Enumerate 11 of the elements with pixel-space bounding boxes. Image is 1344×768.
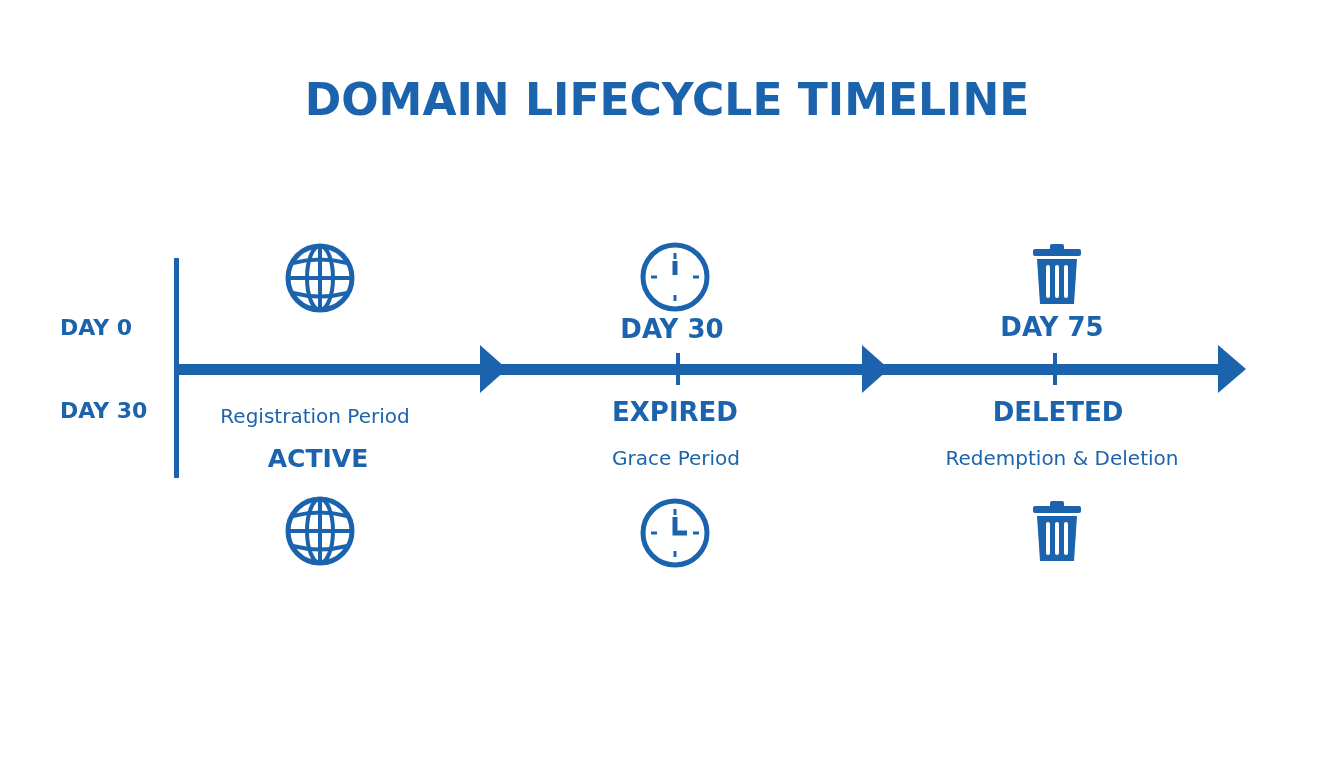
day-label: DAY 75 [1000, 313, 1104, 343]
diagram-title: DOMAIN LIFECYCLE TIMELINE [304, 74, 1030, 126]
period-label: Redemption & Deletion [945, 446, 1179, 470]
day-label: DAY 30 [60, 398, 148, 424]
status-label: ACTIVE [267, 444, 369, 474]
status-label: EXPIRED [612, 398, 738, 428]
day-label: DAY 30 [620, 315, 724, 345]
period-label: Registration Period [220, 404, 410, 428]
period-label: Grace Period [612, 446, 740, 470]
day-label: DAY 0 [60, 315, 133, 341]
status-label: DELETED [992, 398, 1124, 428]
